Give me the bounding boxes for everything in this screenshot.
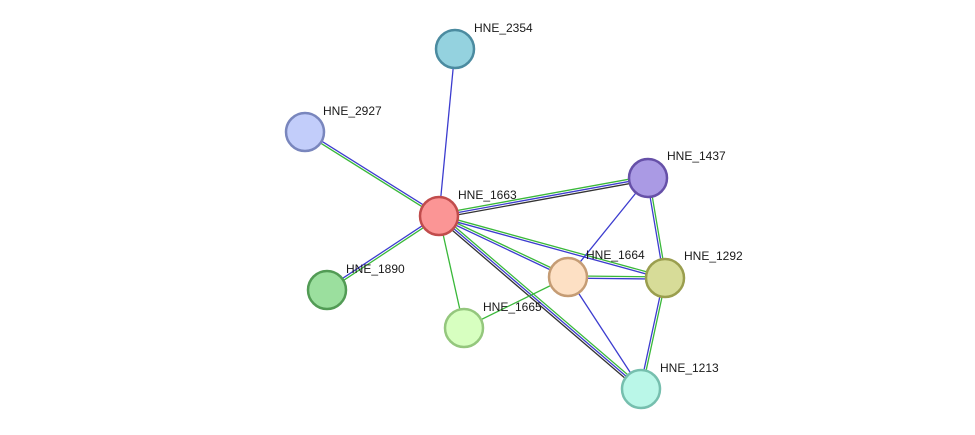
node-circle[interactable] (443, 307, 485, 349)
node-hne_1292[interactable]: HNE_1292 (644, 249, 743, 299)
edge-line (440, 213, 643, 388)
node-label: HNE_2927 (323, 104, 382, 118)
edge-line (439, 179, 649, 219)
edge-hne_1663-hne_2354[interactable] (438, 48, 456, 217)
edge-hne_1663-hne_1890[interactable] (326, 214, 440, 292)
edge-line (438, 215, 642, 390)
node-circle[interactable] (418, 195, 460, 237)
edge-hne_1663-hne_2927[interactable] (304, 130, 440, 218)
edge-line (327, 216, 440, 292)
node-circle[interactable] (284, 111, 326, 153)
node-label: HNE_1665 (483, 300, 542, 314)
edge-layer (304, 48, 667, 392)
node-hne_1664[interactable]: HNE_1664 (547, 248, 645, 298)
edge-line (439, 214, 569, 277)
node-hne_1213[interactable]: HNE_1213 (620, 361, 719, 410)
node-hne_2354[interactable]: HNE_2354 (434, 21, 533, 70)
node-circle[interactable] (306, 269, 348, 311)
edge-hne_1664-hne_1213[interactable] (567, 276, 642, 390)
edge-line (438, 216, 568, 279)
node-hne_1663[interactable]: HNE_1663 (418, 188, 517, 237)
node-circle[interactable] (434, 28, 476, 70)
edge-line (438, 48, 456, 217)
node-label: HNE_1213 (660, 361, 719, 375)
node-label: HNE_1437 (667, 149, 726, 163)
edge-line (439, 214, 666, 278)
node-label: HNE_1663 (458, 188, 517, 202)
node-label: HNE_1890 (346, 262, 405, 276)
node-circle[interactable] (620, 368, 662, 410)
edge-hne_1437-hne_1664[interactable] (567, 177, 649, 278)
node-label: HNE_2354 (474, 21, 533, 35)
edge-line (438, 216, 665, 280)
node-circle[interactable] (644, 257, 686, 299)
node-hne_1665[interactable]: HNE_1665 (443, 300, 542, 349)
edge-hne_1663-hne_1213[interactable] (437, 213, 643, 392)
edge-hne_1663-hne_1664[interactable] (438, 214, 569, 279)
edge-hne_1663-hne_1437[interactable] (438, 175, 649, 219)
edge-line (567, 276, 642, 390)
edge-hne_1663-hne_1292[interactable] (438, 214, 666, 280)
edge-line (438, 175, 648, 215)
node-label: HNE_1664 (586, 248, 645, 262)
node-hne_1437[interactable]: HNE_1437 (627, 149, 726, 199)
node-circle[interactable] (627, 157, 669, 199)
edge-line (305, 130, 440, 216)
edge-line (567, 177, 649, 278)
node-hne_2927[interactable]: HNE_2927 (284, 104, 382, 153)
edge-line (437, 217, 640, 392)
edge-line (304, 132, 439, 218)
node-hne_1890[interactable]: HNE_1890 (306, 262, 405, 311)
node-label: HNE_1292 (684, 249, 743, 263)
edge-line (438, 177, 649, 217)
edge-line (326, 214, 439, 290)
node-circle[interactable] (547, 256, 589, 298)
